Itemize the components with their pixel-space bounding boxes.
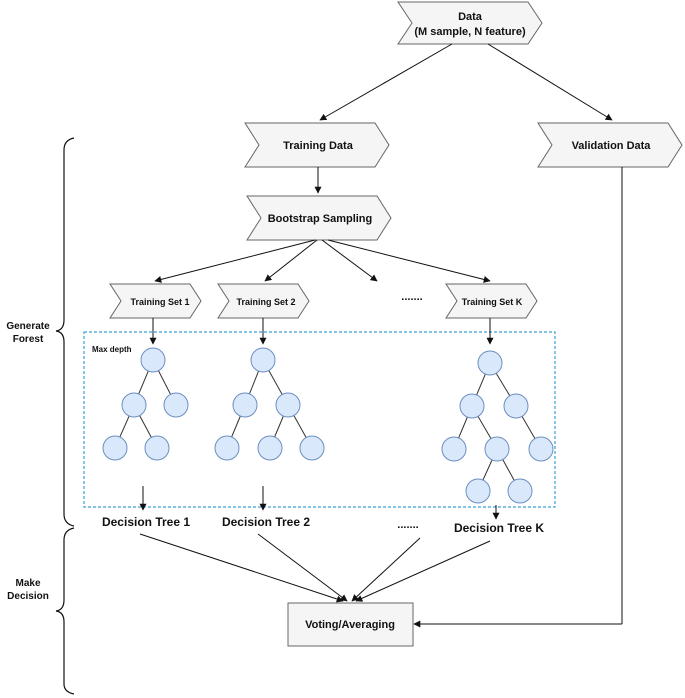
data-node-subtitle: (M sample, N feature): [414, 26, 526, 38]
tree-node: [121, 392, 147, 418]
decision-tree-k-label: Decision Tree K: [454, 521, 544, 535]
tree-node: [477, 350, 503, 376]
make-decision-label-2: Decision: [7, 591, 49, 602]
training-set-2-label: Training Set 2: [236, 297, 295, 307]
voting-averaging-label: Voting/Averaging: [305, 619, 395, 631]
decision-tree-2-graphic: [214, 347, 325, 461]
validation-data-node: [537, 122, 683, 168]
max-depth-label: Max depth: [92, 345, 132, 354]
tree-node: [459, 393, 485, 419]
training-sets-ellipsis: .......: [401, 291, 422, 303]
max-depth-box: [83, 331, 556, 508]
training-set-1-label: Training Set 1: [130, 297, 189, 307]
voting-averaging-box: [287, 602, 414, 647]
tree-node: [140, 347, 166, 373]
decision-trees-ellipsis: .......: [397, 519, 418, 531]
decision-tree-1-label: Decision Tree 1: [102, 515, 190, 529]
data-node-title: Data: [458, 11, 483, 23]
training-set-k-node: [445, 283, 538, 319]
tree-node: [144, 435, 170, 461]
tree-node: [484, 436, 510, 462]
training-set-1-node: [109, 283, 202, 319]
tree-node: [232, 392, 258, 418]
bootstrap-sampling-node: [246, 195, 392, 241]
decision-tree-1-graphic: [102, 347, 189, 461]
decision-tree-2-label: Decision Tree 2: [222, 515, 310, 529]
tree-node: [503, 393, 529, 419]
tree-node: [250, 347, 276, 373]
training-set-2-node: [217, 283, 310, 319]
tree-node: [214, 435, 240, 461]
tree-node: [465, 478, 491, 504]
training-data-node: [244, 122, 390, 168]
training-set-k-label: Training Set K: [462, 297, 523, 307]
generate-forest-brace: [55, 137, 75, 527]
tree-node: [163, 392, 189, 418]
generate-forest-label-2: Forest: [13, 334, 44, 345]
tree-node: [299, 435, 325, 461]
tree-node: [507, 478, 533, 504]
make-decision-brace: [55, 527, 75, 695]
training-data-label: Training Data: [283, 140, 354, 152]
tree-node: [441, 436, 467, 462]
tree-node: [257, 435, 283, 461]
tree-node: [102, 435, 128, 461]
tree-node: [275, 392, 301, 418]
bootstrap-sampling-label: Bootstrap Sampling: [268, 213, 373, 225]
tree-node: [528, 436, 554, 462]
validation-data-label: Validation Data: [572, 140, 652, 152]
generate-forest-label-1: Generate: [6, 321, 50, 332]
make-decision-label-1: Make: [15, 578, 40, 589]
data-node: [397, 1, 543, 45]
decision-tree-k-graphic: [441, 350, 554, 504]
